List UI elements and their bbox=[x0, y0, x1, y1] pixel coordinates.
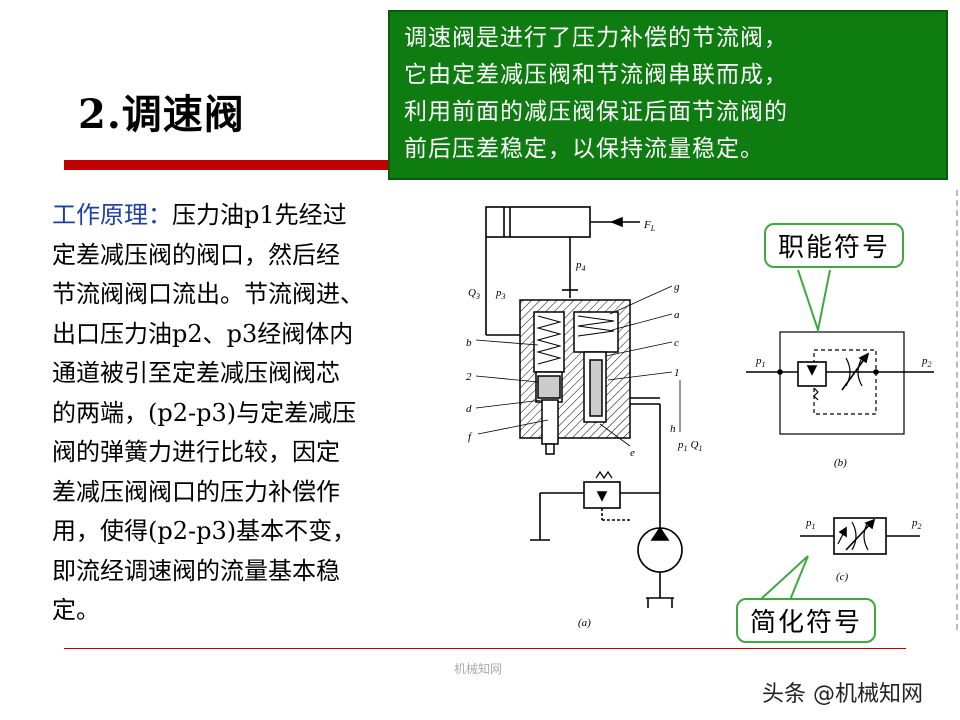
principle-line: 用，使得(p2-p3)基本不变， bbox=[52, 517, 357, 545]
principle-line: 出口压力油p2、p3经阀体内 bbox=[52, 319, 354, 348]
principle-line: 的两端，(p2-p3)与定差减压 bbox=[52, 398, 357, 427]
principle-first-rest: 压力油p1先经过 bbox=[172, 201, 347, 229]
hydraulic-cylinder bbox=[485, 206, 640, 336]
caption-a: (a) bbox=[578, 617, 591, 629]
principle-label: 工作原理： bbox=[52, 201, 172, 229]
label-g: g bbox=[674, 281, 680, 293]
label-2: 2 bbox=[466, 371, 472, 383]
principle-line: 即流经调速阀的流量基本稳 bbox=[52, 556, 340, 585]
b-label-p2: p2 bbox=[921, 355, 932, 369]
label-a: a bbox=[674, 309, 680, 321]
label-c: c bbox=[674, 337, 679, 349]
principle-line-first: 工作原理：压力油p1先经过 bbox=[52, 196, 462, 236]
functional-symbol bbox=[746, 331, 934, 435]
c-label-p2: p2 bbox=[911, 517, 922, 531]
simplified-symbol bbox=[800, 517, 920, 555]
bottom-rule bbox=[64, 648, 906, 649]
principle-line: 定。 bbox=[52, 596, 100, 624]
caption-c: (c) bbox=[836, 571, 849, 583]
label-q3: Q3 bbox=[468, 287, 480, 301]
callout-pointer-simplified bbox=[759, 555, 809, 601]
valve-body bbox=[519, 299, 660, 455]
page-title: 2.调速阀 bbox=[78, 91, 245, 138]
label-d: d bbox=[466, 403, 472, 415]
title-underline bbox=[64, 160, 620, 170]
right-edge-dashes bbox=[952, 190, 958, 630]
label-h: h bbox=[670, 423, 676, 435]
definition-line: 利用前面的减压阀保证后面节流阀的 bbox=[404, 99, 788, 125]
pump-circuit bbox=[530, 404, 683, 608]
label-f: f bbox=[468, 431, 473, 443]
principle-line: 阀的弹簧力进行比较，因定 bbox=[52, 438, 340, 466]
definition-line: 前后压差稳定，以保持流量稳定。 bbox=[404, 136, 764, 162]
callout-pointer-functional bbox=[797, 269, 831, 334]
definition-line: 它由定差减压阀和节流阀串联而成， bbox=[404, 62, 788, 88]
leader-lines bbox=[475, 285, 681, 447]
label-e: e bbox=[630, 447, 635, 459]
label-1: 1 bbox=[674, 367, 680, 379]
principle-line: 定差减压阀的阀口，然后经 bbox=[52, 240, 340, 269]
label-fl: FL bbox=[643, 219, 656, 233]
watermark: 机械知网 bbox=[454, 662, 503, 676]
callout-simplified-symbol: 简化符号 bbox=[736, 598, 877, 643]
c-label-p1: p1 bbox=[805, 517, 816, 531]
principle-text: 工作原理：压力油p1先经过 定差减压阀的阀口，然后经 节流阀阀口流出。节流阀进、… bbox=[52, 196, 462, 631]
caption-b: (b) bbox=[834, 457, 847, 469]
label-p4: p4 bbox=[575, 259, 586, 273]
principle-line: 通道被引至定差减压阀阀芯 bbox=[52, 359, 340, 387]
definition-line: 调速阀是进行了压力补偿的节流阀， bbox=[404, 25, 788, 51]
principle-line: 差减压阀阀口的压力补偿作 bbox=[52, 477, 340, 506]
principle-line: 节流阀阀口流出。节流阀进、 bbox=[52, 280, 364, 308]
source-credit: 头条 @机械知网 bbox=[762, 682, 923, 707]
callout-functional-symbol: 职能符号 bbox=[764, 223, 905, 268]
label-b: b bbox=[466, 337, 472, 349]
definition-box: 调速阀是进行了压力补偿的节流阀， 它由定差减压阀和节流阀串联而成， 利用前面的减… bbox=[388, 10, 948, 180]
label-p3: p3 bbox=[495, 287, 506, 301]
b-label-p1: p1 bbox=[755, 355, 766, 369]
